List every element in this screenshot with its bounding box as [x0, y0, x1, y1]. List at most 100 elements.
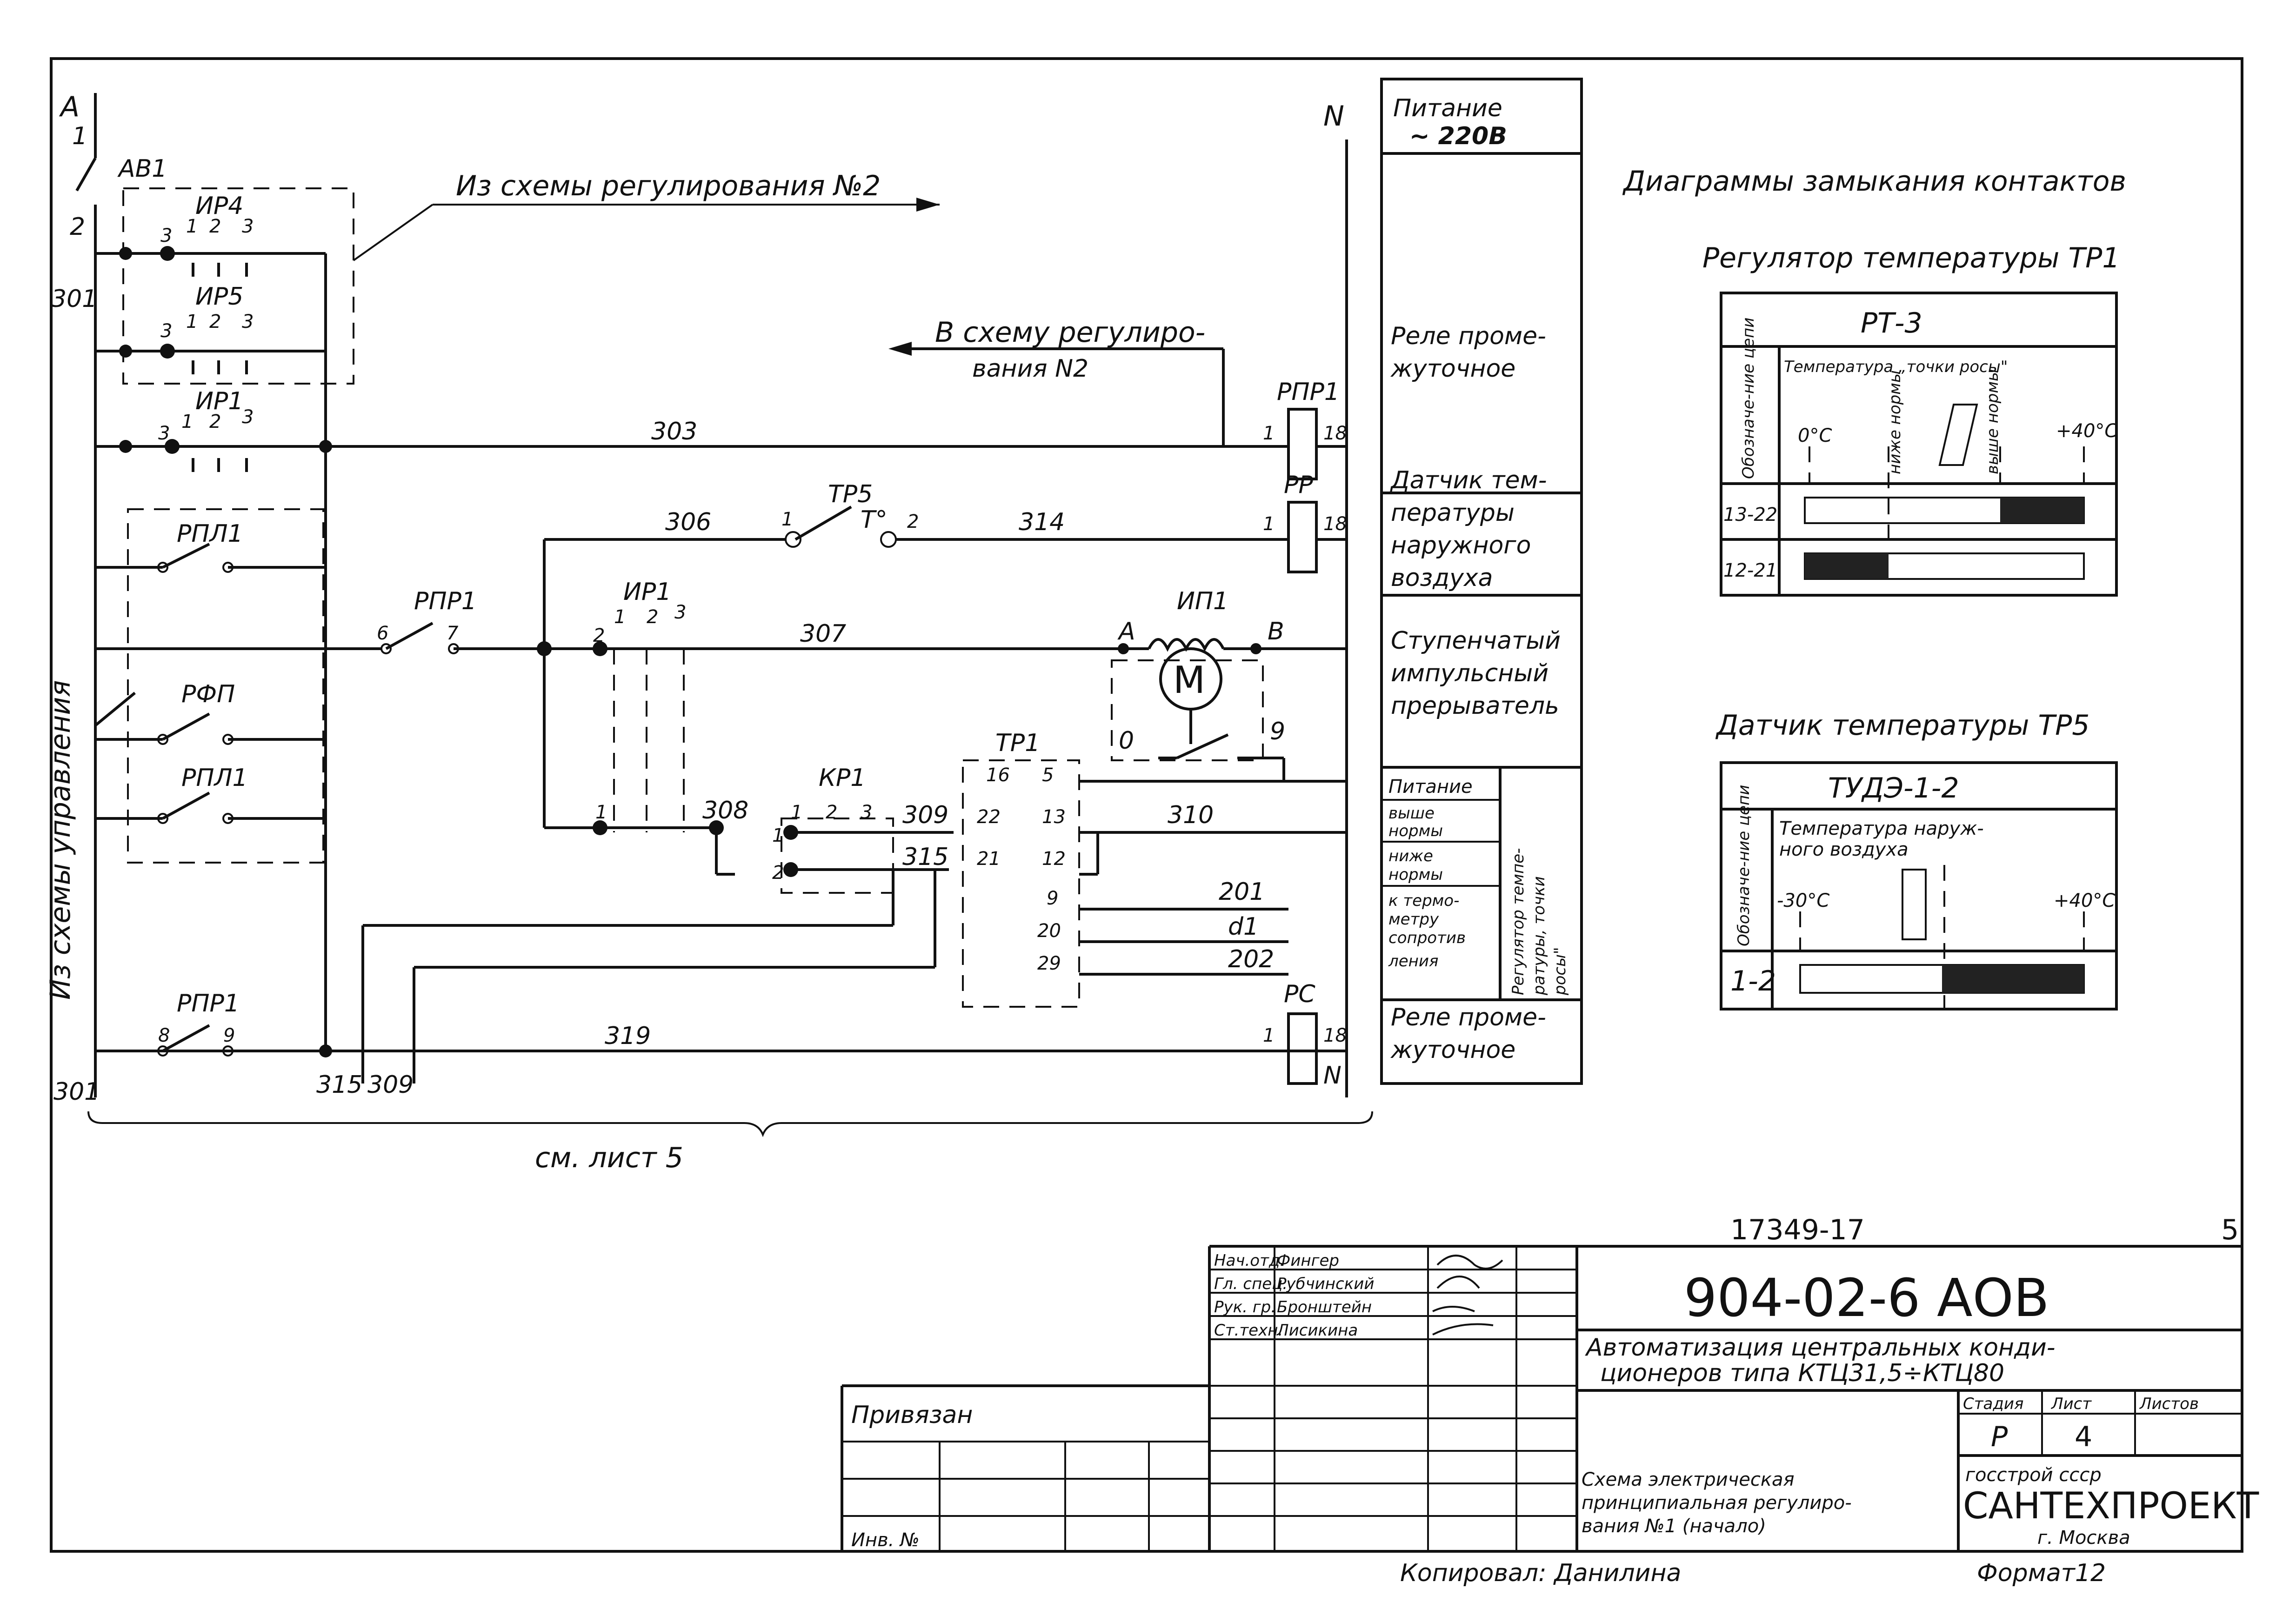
- diagram2-scale: +40°С: [2054, 890, 2115, 911]
- label-rail-a: A: [59, 91, 80, 123]
- label-wire-1: 1: [72, 122, 87, 150]
- diagram1-row-label: 12-21: [1723, 560, 1777, 581]
- legend-sub: выше: [1388, 804, 1435, 823]
- label-wire-301-bottom: 301: [53, 1078, 100, 1106]
- node: [119, 345, 132, 358]
- tb-inv: Инв. №: [851, 1529, 920, 1551]
- tb-stage-hdr: Листов: [2139, 1395, 2199, 1413]
- diagram2-table: [1720, 761, 2118, 1010]
- legend-row: воздуха: [1391, 564, 1493, 592]
- label-rpr1b: РПР1: [177, 990, 240, 1017]
- label-wire-306: 306: [665, 508, 711, 536]
- tb-page: 5: [2221, 1214, 2239, 1246]
- diagram1-band-icon: [1938, 404, 1978, 466]
- diagram2-col-header: Обозначе-ние цепи: [1735, 785, 1753, 946]
- node: [157, 1045, 168, 1057]
- label-ir4: ИР4: [195, 192, 243, 220]
- legend-row: наружного: [1391, 532, 1531, 559]
- rpr1a-pin: 7: [447, 623, 459, 644]
- leader-from-scheme2: [353, 204, 434, 261]
- coil-rs: [1287, 1012, 1318, 1085]
- legend-row: прерыватель: [1391, 692, 1559, 720]
- node: [119, 440, 132, 453]
- legend-row: Ступенчатый: [1391, 627, 1561, 655]
- node: [222, 734, 234, 745]
- motor-winding: [1148, 638, 1225, 652]
- label-wire-d1: d1: [1228, 913, 1259, 941]
- node: [157, 813, 168, 824]
- ir1b-pin: 3: [674, 602, 686, 623]
- sheet-border: [50, 57, 2243, 1553]
- diagram1-scale-title: Температура „точки росы": [1784, 358, 2008, 376]
- node: [157, 734, 168, 745]
- tr1-pin: 29: [1037, 953, 1061, 974]
- control-leader: [94, 691, 136, 727]
- node: [319, 1044, 332, 1057]
- legend-header: ~ 220В: [1409, 122, 1507, 150]
- motor-symbol: М: [1173, 658, 1205, 702]
- ir1a-pin: 3: [158, 423, 170, 444]
- label-wire-308: 308: [702, 797, 748, 824]
- tb-staff-name: Фингер: [1277, 1251, 1339, 1270]
- node: [783, 862, 798, 877]
- label-wire-309-bottom: 309: [367, 1071, 414, 1099]
- tr1-pin: 16: [986, 764, 1010, 786]
- ir1a-pin: 2: [209, 411, 221, 432]
- tb-number: 904-02-6 АОВ: [1684, 1268, 2049, 1329]
- tb-title-1: Автоматизация центральных конди-: [1585, 1334, 2056, 1362]
- node: [157, 562, 168, 573]
- tb-stage-hdr: Стадия: [1963, 1395, 2023, 1413]
- tb-staff-name: Бронштейн: [1277, 1298, 1372, 1316]
- group-kr1: [781, 818, 894, 894]
- legend-sub: к термо-: [1388, 891, 1459, 910]
- motor-contact: [1176, 733, 1229, 759]
- node: [593, 641, 607, 656]
- diagram2-band-icon: [1902, 869, 1927, 940]
- legend-last: Реле проме-: [1391, 1004, 1546, 1031]
- node: [880, 531, 897, 548]
- diagram2-device: ТУДЭ-1-2: [1828, 772, 1959, 804]
- rpr1a-pin: 6: [377, 623, 388, 644]
- tb-staff-role: Рук. гр.: [1214, 1298, 1276, 1316]
- label-wire-303: 303: [651, 418, 697, 445]
- contact-rpl1a: [162, 543, 210, 569]
- tr1-pin: 5: [1042, 764, 1054, 786]
- motor-pin: А: [1117, 618, 1135, 645]
- diagram1-scale: +40°С: [2056, 420, 2117, 442]
- legend-row: Реле проме-: [1391, 322, 1546, 350]
- coil-rs-pin: 18: [1323, 1025, 1347, 1046]
- legend-sub: нормы: [1388, 865, 1443, 884]
- label-rpl1b: РПЛ1: [181, 764, 248, 792]
- label-wire-309: 309: [902, 801, 948, 829]
- tr1-pin: 20: [1037, 920, 1061, 942]
- breaker-blade: [75, 157, 97, 192]
- ir4-pin: 3: [242, 216, 254, 237]
- text-from-scheme2: Из схемы регулирования №2: [456, 170, 881, 202]
- ir4-pin: 2: [209, 216, 221, 237]
- contact-rpr1a: [385, 622, 434, 650]
- diagram1-table: [1720, 292, 2118, 597]
- label-wire-201: 201: [1219, 878, 1265, 906]
- ir5-pin: 3: [242, 311, 254, 332]
- node: [160, 246, 175, 261]
- node: [165, 439, 180, 454]
- label-coil-rs: РС: [1284, 980, 1315, 1008]
- ir5-pin: 3: [160, 320, 172, 342]
- contact-rpl1b: [162, 791, 210, 820]
- node: [119, 247, 132, 260]
- ir1b-pin: 2: [593, 625, 605, 646]
- tb-linked: Привязан: [851, 1401, 973, 1429]
- diagrams-title: Диаграммы замыкания контактов: [1622, 165, 2126, 198]
- tb-sheet: 4: [2075, 1421, 2092, 1453]
- label-rfp: РФП: [181, 680, 235, 708]
- closure-bar-closed: [1805, 553, 1889, 579]
- label-coil-rr: РР: [1284, 471, 1313, 499]
- diagram2-scale-title: ного воздуха: [1779, 839, 1909, 860]
- diagram1-scale: выше нормы: [1983, 369, 2002, 474]
- kr1-pin: 1: [791, 802, 802, 823]
- legend-row: импульсный: [1391, 659, 1548, 687]
- arrow-left-icon: [888, 342, 912, 356]
- tp5-symbol: T°: [861, 506, 888, 534]
- legend-sub: нормы: [1388, 822, 1443, 840]
